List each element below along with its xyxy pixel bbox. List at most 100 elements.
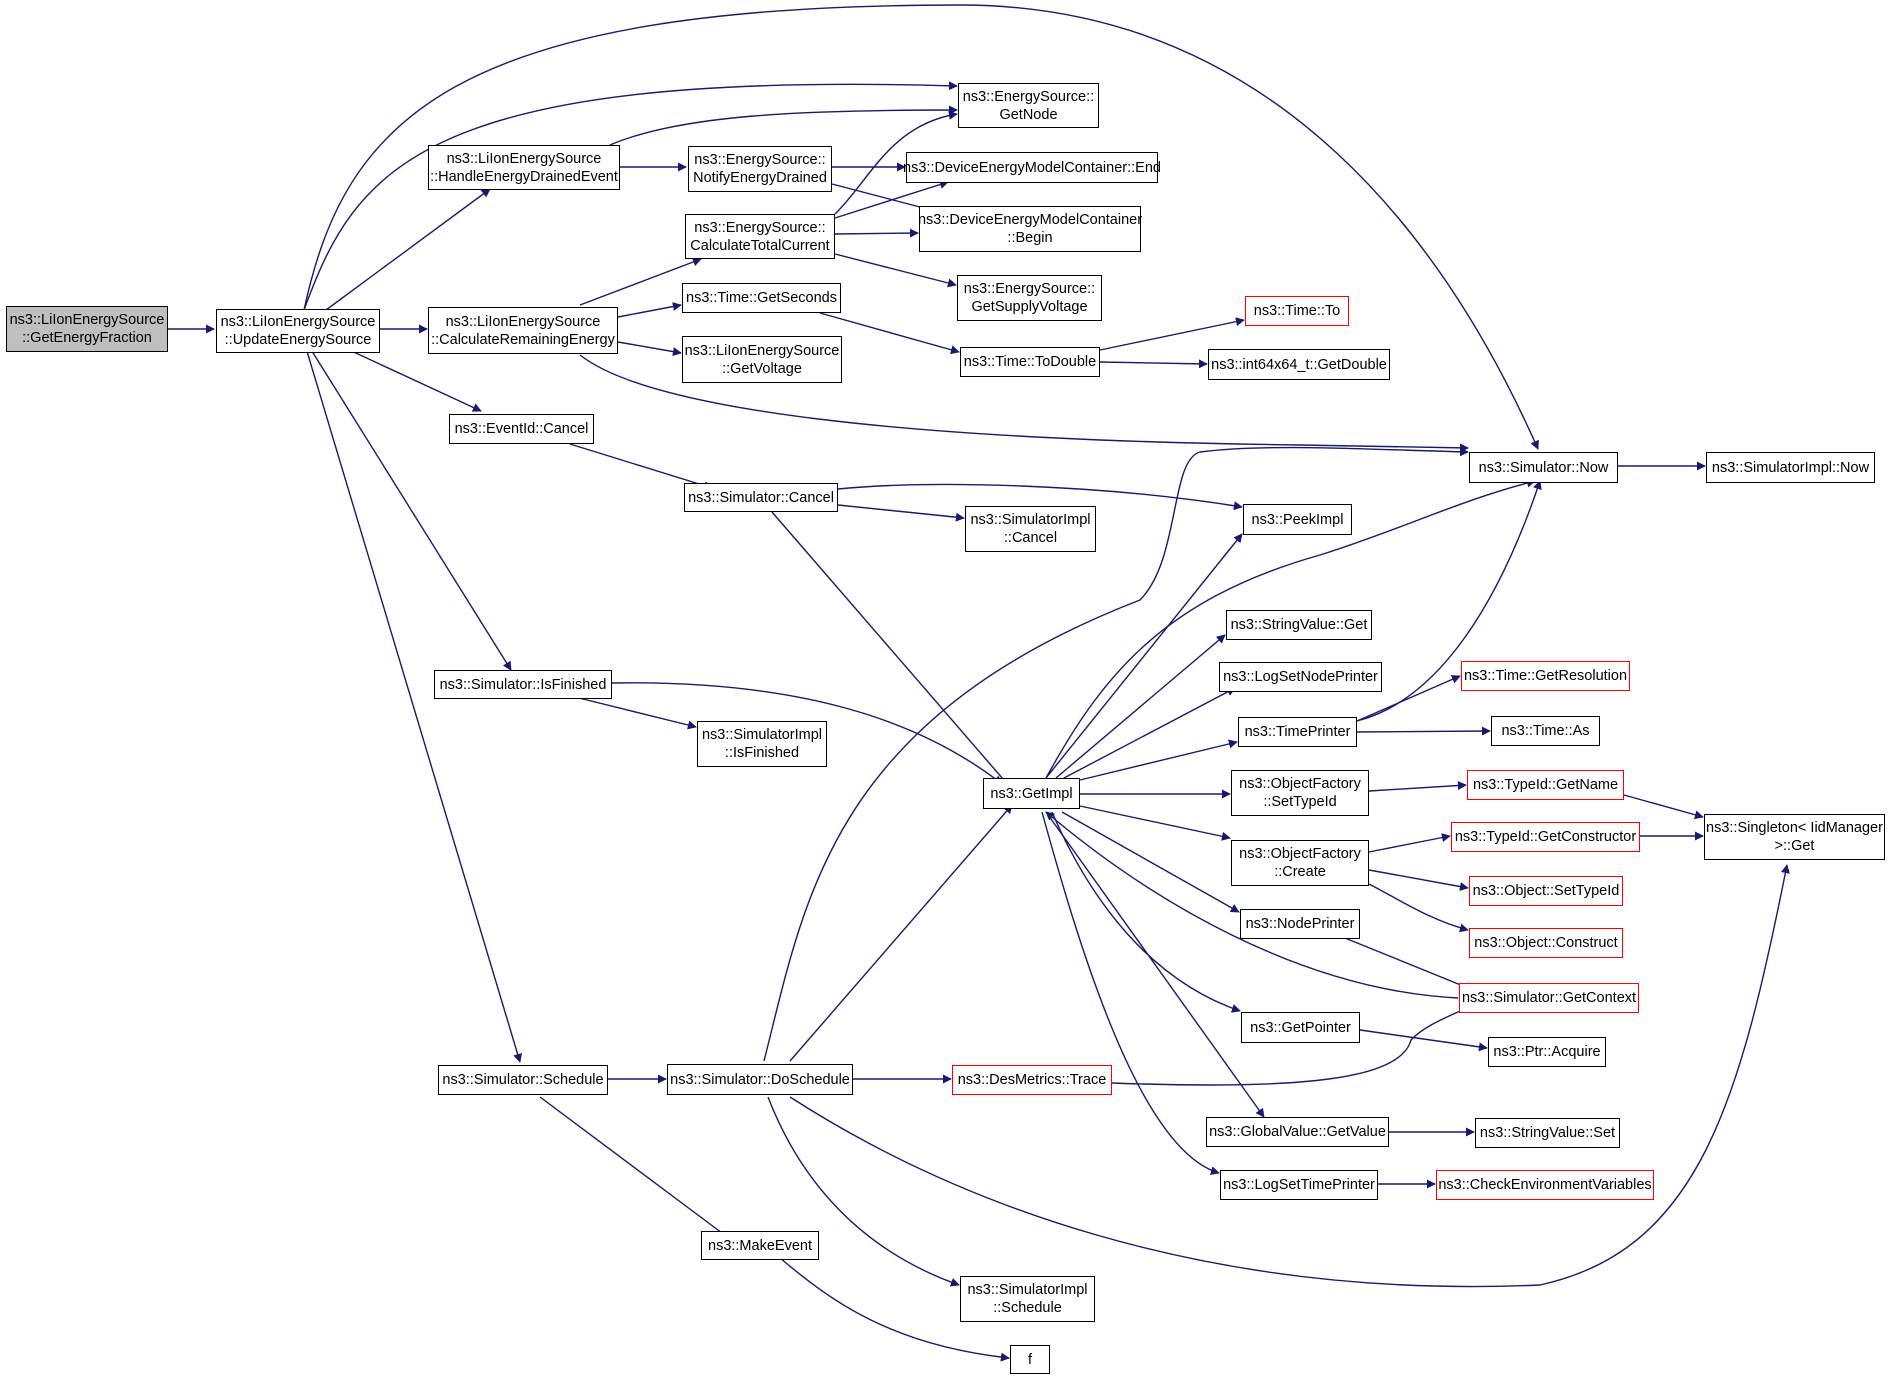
node-object-construct[interactable]: ns3::Object::Construct	[1469, 928, 1623, 958]
node-dmc-begin[interactable]: ns3::DeviceEnergyModelContainer ::Begin	[918, 206, 1142, 252]
edge-update-now	[303, 4, 1539, 450]
node-globalvalue-getvalue[interactable]: ns3::GlobalValue::GetValue	[1206, 1117, 1389, 1147]
edge-update-isfinished	[309, 347, 512, 671]
node-eventid-cancel-line-1: ns3::EventId::Cancel	[454, 421, 589, 437]
node-typeid-getconstructor[interactable]: ns3::TypeId::GetConstructor	[1451, 822, 1640, 852]
node-notifyenergydrained[interactable]: ns3::EnergySource:: NotifyEnergyDrained	[688, 146, 832, 192]
node-objectfactory-create-line-2: ::Create	[1274, 864, 1326, 880]
node-f-line-1: f	[1027, 1351, 1033, 1368]
node-makeevent-line-1: ns3::MakeEvent	[708, 1237, 812, 1254]
node-getsupplyvoltage-line-2: GetSupplyVoltage	[971, 299, 1088, 315]
node-int64x64-getdouble[interactable]: ns3::int64x64_t::GetDouble	[1208, 349, 1390, 380]
node-handleenergydrainedevent[interactable]: ns3::LiIonEnergySource ::HandleEnergyDra…	[428, 145, 620, 190]
node-time-as-line-1: ns3::Time::As	[1501, 723, 1590, 739]
node-checkenvironmentvariables-line-1: ns3::CheckEnvironmentVariables	[1438, 1177, 1652, 1193]
edge-getpointer-acquire	[1359, 1029, 1488, 1052]
edge-totalcurrent-dmcend	[834, 180, 949, 219]
node-objectfactory-create-line-1: ns3::ObjectFactory	[1239, 846, 1361, 862]
node-simulatorimpl-isfinished[interactable]: ns3::SimulatorImpl ::IsFinished	[697, 721, 827, 767]
node-updateenergysource[interactable]: ns3::LiIonEnergySource ::UpdateEnergySou…	[216, 309, 380, 353]
node-getimpl[interactable]: ns3::GetImpl	[983, 778, 1080, 809]
node-typeid-getname[interactable]: ns3::TypeId::GetName	[1467, 770, 1624, 800]
node-liion-getvoltage-line-2: ::GetVoltage	[722, 360, 802, 377]
edge-timeprinter-as	[1356, 726, 1491, 736]
node-time-getresolution-line-1: ns3::Time::GetResolution	[1463, 668, 1628, 684]
node-getenergyfraction[interactable]: ns3::LiIonEnergySource ::GetEnergyFracti…	[6, 306, 168, 352]
node-simulator-schedule[interactable]: ns3::Simulator::Schedule	[438, 1065, 608, 1095]
node-simulator-isfinished[interactable]: ns3::Simulator::IsFinished	[434, 670, 612, 699]
node-simulator-getcontext-line-1: ns3::Simulator::GetContext	[1461, 990, 1637, 1006]
node-calculateremainingenergy[interactable]: ns3::LiIonEnergySource ::CalculateRemain…	[428, 307, 618, 354]
node-getpointer-line-1: ns3::GetPointer	[1250, 1019, 1351, 1036]
edge-doschedule-now	[763, 446, 1469, 1062]
node-logsetnodeprinter-line-1: ns3::LogSetNodePrinter	[1223, 669, 1378, 685]
edge-simcancel-implcancel	[837, 504, 965, 522]
node-time-as[interactable]: ns3::Time::As	[1491, 716, 1600, 746]
node-logsettimeprinter[interactable]: ns3::LogSetTimePrinter	[1220, 1170, 1378, 1200]
node-eventid-cancel[interactable]: ns3::EventId::Cancel	[449, 414, 594, 444]
node-ptr-acquire[interactable]: ns3::Ptr::Acquire	[1488, 1037, 1606, 1067]
node-getenergyfraction-line-1: ns3::LiIonEnergySource	[9, 312, 165, 328]
node-liion-getvoltage-line-1: ns3::LiIonEnergySource	[684, 342, 840, 359]
edge-getimpl-create	[1079, 805, 1231, 841]
node-energysource-getnode[interactable]: ns3::EnergySource:: GetNode	[958, 83, 1099, 128]
edge-handle-getnode	[609, 105, 958, 146]
node-checkenvironmentvariables[interactable]: ns3::CheckEnvironmentVariables	[1436, 1170, 1654, 1200]
node-notifyenergydrained-line-1: ns3::EnergySource::	[694, 152, 826, 168]
node-objectfactory-settypeid-line-2: ::SetTypeId	[1263, 794, 1337, 810]
node-simulatorimpl-now[interactable]: ns3::SimulatorImpl::Now	[1706, 452, 1875, 483]
node-stringvalue-set[interactable]: ns3::StringValue::Set	[1475, 1118, 1620, 1148]
edge-doschedule-getimpl	[789, 804, 1013, 1062]
node-simulator-doschedule[interactable]: ns3::Simulator::DoSchedule	[667, 1064, 853, 1095]
node-simulator-cancel[interactable]: ns3::Simulator::Cancel	[684, 483, 838, 512]
node-time-to[interactable]: ns3::Time::To	[1245, 296, 1349, 326]
node-time-getresolution[interactable]: ns3::Time::GetResolution	[1461, 661, 1630, 691]
node-makeevent[interactable]: ns3::MakeEvent	[701, 1231, 819, 1260]
edge-totalcurrent-supplyvoltage	[834, 253, 957, 288]
node-simulatorimpl-now-line-1: ns3::SimulatorImpl::Now	[1711, 459, 1870, 476]
node-stringvalue-get[interactable]: ns3::StringValue::Get	[1226, 610, 1372, 640]
node-getpointer[interactable]: ns3::GetPointer	[1241, 1012, 1360, 1043]
node-time-todouble[interactable]: ns3::Time::ToDouble	[960, 347, 1100, 377]
node-getsupplyvoltage[interactable]: ns3::EnergySource:: GetSupplyVoltage	[957, 275, 1102, 321]
node-desmetrics-trace[interactable]: ns3::DesMetrics::Trace	[952, 1065, 1112, 1095]
node-typeid-getname-line-1: ns3::TypeId::GetName	[1472, 777, 1619, 793]
node-simulatorimpl-schedule-line-1: ns3::SimulatorImpl	[967, 1282, 1088, 1298]
node-dmc-end[interactable]: ns3::DeviceEnergyModelContainer::End	[903, 152, 1161, 183]
edge-getimpl-lognode	[1063, 687, 1236, 779]
node-liion-getvoltage[interactable]: ns3::LiIonEnergySource ::GetVoltage	[682, 336, 842, 383]
node-peekimpl[interactable]: ns3::PeekImpl	[1243, 504, 1352, 535]
edge-getimpl-stringget	[1055, 634, 1226, 779]
node-calculateremainingenergy-line-1: ns3::LiIonEnergySource	[445, 313, 601, 330]
node-energysource-getnode-line-2: GetNode	[999, 106, 1058, 123]
node-simulator-getcontext[interactable]: ns3::Simulator::GetContext	[1459, 983, 1639, 1013]
node-simulatorimpl-schedule[interactable]: ns3::SimulatorImpl ::Schedule	[960, 1276, 1095, 1322]
node-calculateremainingenergy-line-2: ::CalculateRemainingEnergy	[431, 331, 615, 348]
node-logsetnodeprinter[interactable]: ns3::LogSetNodePrinter	[1219, 662, 1382, 692]
node-object-settypeid[interactable]: ns3::Object::SetTypeId	[1469, 876, 1623, 906]
node-timeprinter[interactable]: ns3::TimePrinter	[1238, 717, 1357, 747]
node-simulatorimpl-cancel[interactable]: ns3::SimulatorImpl ::Cancel	[965, 506, 1096, 552]
edge-getimpl-globalvalue	[1045, 811, 1265, 1118]
node-nodeprinter[interactable]: ns3::NodePrinter	[1240, 909, 1360, 939]
node-singleton-get[interactable]: ns3::Singleton< IidManager >::Get	[1704, 814, 1885, 860]
node-simulatorimpl-cancel-line-2: ::Cancel	[1003, 530, 1058, 546]
node-objectfactory-create[interactable]: ns3::ObjectFactory ::Create	[1231, 840, 1369, 886]
edge-calcremaining-getseconds	[617, 302, 682, 318]
edge-isfinished-getimpl	[611, 682, 1003, 785]
node-calculatetotalcurrent-line-2: CalculateTotalCurrent	[690, 237, 830, 254]
edge-totalcurrent-dmcbegin	[834, 228, 919, 238]
node-energysource-getnode-line-1: ns3::EnergySource::	[962, 88, 1095, 105]
node-simulator-now[interactable]: ns3::Simulator::Now	[1469, 452, 1618, 483]
node-object-construct-line-1: ns3::Object::Construct	[1474, 935, 1618, 951]
node-peekimpl-line-1: ns3::PeekImpl	[1251, 511, 1344, 528]
node-f[interactable]: f	[1010, 1345, 1050, 1374]
edge-todouble-getdouble	[1099, 359, 1208, 369]
node-objectfactory-settypeid[interactable]: ns3::ObjectFactory ::SetTypeId	[1231, 770, 1369, 816]
node-calculatetotalcurrent[interactable]: ns3::EnergySource:: CalculateTotalCurren…	[685, 214, 835, 259]
edge-nodeprinter-getcontext	[1339, 935, 1474, 992]
node-singleton-get-line-2: >::Get	[1774, 838, 1815, 854]
node-updateenergysource-line-1: ns3::LiIonEnergySource	[220, 314, 376, 330]
node-time-getseconds[interactable]: ns3::Time::GetSeconds	[682, 283, 841, 313]
